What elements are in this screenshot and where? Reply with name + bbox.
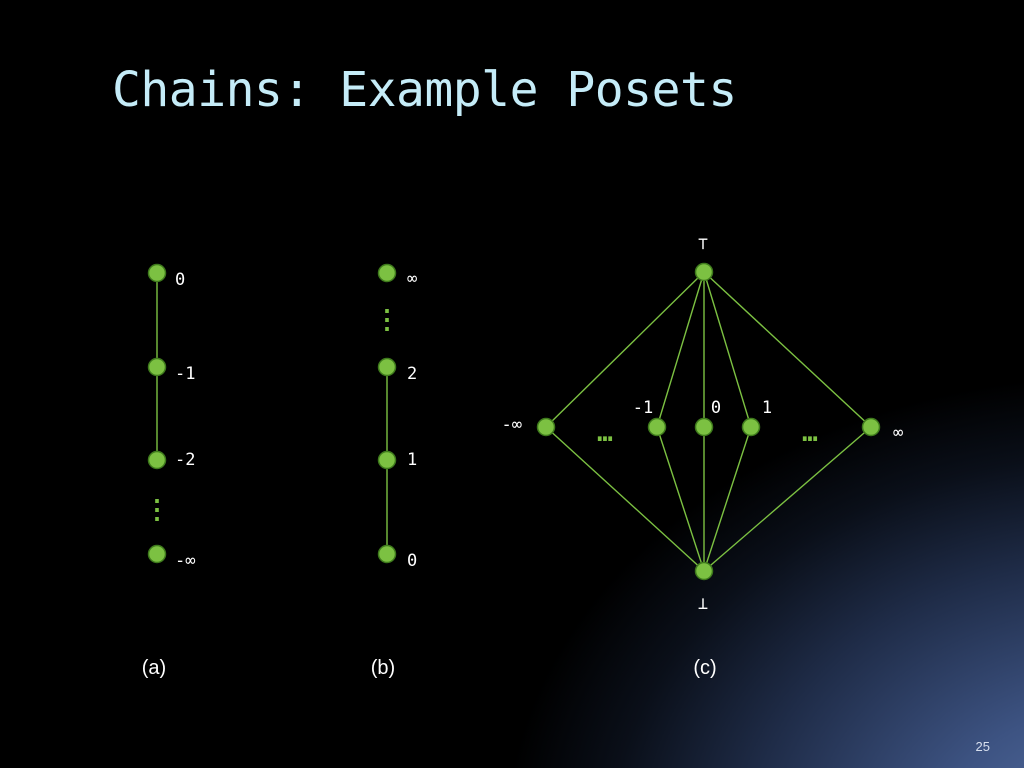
diagram-c-label-1: 1 [762, 398, 772, 418]
diagram-c-edges [545, 271, 872, 572]
diagram-b-label-2: 2 [407, 364, 417, 384]
diagram-c-node-1 [741, 417, 761, 437]
diagram-b-node-0 [377, 544, 397, 564]
diagram-c-caption: (c) [693, 657, 716, 679]
diagram-a-ellipsis: ⋮ [144, 495, 170, 525]
diagram-c-node-minus-infinity [536, 417, 556, 437]
diagram-a-label-minus-1: -1 [175, 364, 195, 384]
diagram-c-ellipsis-left: … [597, 418, 613, 448]
diagram-a-node-minus-infinity [147, 544, 167, 564]
slide-title: Chains: Example Posets [112, 62, 737, 118]
diagram-b-node-1 [377, 450, 397, 470]
diagram-b-caption: (b) [371, 657, 395, 679]
diagram-c-label-minus-1: -1 [633, 398, 653, 418]
diagram-a-node-minus-2 [147, 450, 167, 470]
diagram-c-label-bottom: ⊥ [698, 594, 708, 614]
diagram-a-caption: (a) [142, 657, 166, 679]
diagram-a-node-minus-1 [147, 357, 167, 377]
diagram-c-node-top [694, 262, 714, 282]
diagram-b-label-0: 0 [407, 551, 417, 571]
diagram-b-node-infinity [377, 263, 397, 283]
diagram-b-label-1: 1 [407, 450, 417, 470]
diagram-b-node-2 [377, 357, 397, 377]
diagram-c-node-0 [694, 417, 714, 437]
page-number: 25 [975, 739, 990, 754]
diagram-c-ellipsis-right: … [802, 418, 818, 448]
diagram-c-label-infinity: ∞ [893, 423, 903, 443]
diagram-c: ⊤ ⊥ -∞ ∞ -1 0 1 … … (c) [502, 234, 904, 679]
diagram-c-label-minus-infinity: -∞ [502, 415, 522, 435]
diagram-b: ∞ 2 1 0 ⋮ (b) [371, 263, 417, 679]
diagram-c-label-top: ⊤ [698, 234, 708, 254]
diagram-b-ellipsis: ⋮ [374, 305, 400, 335]
diagram-c-label-0: 0 [711, 398, 721, 418]
diagram-c-node-bottom [694, 561, 714, 581]
diagram-c-node-minus-1 [647, 417, 667, 437]
diagram-a-node-0 [147, 263, 167, 283]
diagram-b-label-infinity: ∞ [407, 269, 417, 289]
diagram-a: 0 -1 -2 -∞ ⋮ (a) [142, 263, 195, 679]
diagram-c-node-infinity [861, 417, 881, 437]
diagram-a-label-0: 0 [175, 270, 185, 290]
diagram-a-label-minus-infinity: -∞ [175, 551, 195, 571]
diagram-a-label-minus-2: -2 [175, 450, 195, 470]
